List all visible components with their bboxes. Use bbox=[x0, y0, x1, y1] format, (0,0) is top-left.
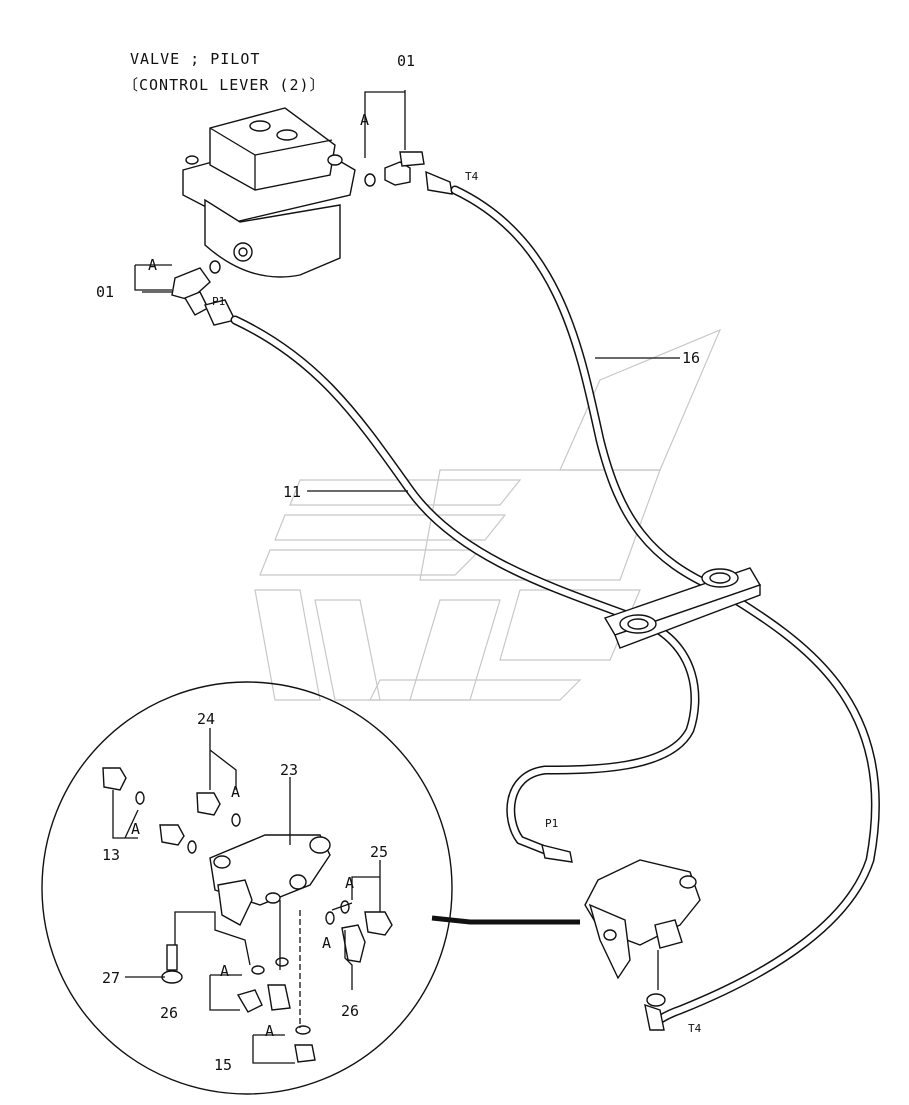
callout-a-26-left: A bbox=[220, 962, 229, 980]
callout-26-right: 26 bbox=[341, 1002, 359, 1020]
callout-01-left: 01 bbox=[96, 283, 114, 301]
elbow-fitting-top bbox=[364, 151, 453, 195]
callout-25: 25 bbox=[370, 843, 388, 861]
hose-clamp bbox=[603, 567, 762, 649]
callout-11: 11 bbox=[283, 483, 301, 501]
detail-fitting-25 bbox=[325, 900, 393, 963]
callout-a-top: A bbox=[360, 111, 369, 129]
callout-27: 27 bbox=[102, 969, 120, 987]
detail-fitting-24 bbox=[196, 792, 241, 827]
callout-a-25-lower: A bbox=[322, 934, 331, 952]
hose-16 bbox=[450, 185, 880, 1027]
detail-fitting-13 bbox=[102, 767, 197, 854]
callout-a-24: A bbox=[231, 783, 240, 801]
callout-a-15: A bbox=[265, 1022, 274, 1040]
detail-valve-body-23 bbox=[209, 834, 331, 926]
top-leader-lines bbox=[134, 90, 680, 492]
callout-16: 16 bbox=[682, 349, 700, 367]
callout-01-top: 01 bbox=[397, 52, 415, 70]
hose-11 bbox=[230, 315, 700, 855]
valve-title: VALVE ; PILOT 〔CONTROL LEVER (2)〕 bbox=[123, 50, 326, 94]
detail-fitting-15 bbox=[294, 1025, 316, 1063]
port-label-t4-top: T4 bbox=[465, 170, 479, 183]
valve-title-line1: VALVE ; PILOT bbox=[130, 50, 260, 68]
port-label-t4-bottom: T4 bbox=[688, 1022, 702, 1035]
detail-circle bbox=[41, 681, 580, 1095]
elbow-fitting-left bbox=[171, 260, 237, 326]
callout-15: 15 bbox=[214, 1056, 232, 1074]
callout-a-left: A bbox=[148, 256, 157, 274]
pilot-valve-control-lever bbox=[182, 107, 356, 278]
port-label-p1-top: P1 bbox=[212, 295, 225, 308]
callout-24: 24 bbox=[197, 710, 215, 728]
callout-a-13: A bbox=[131, 820, 140, 838]
valve-title-line2: 〔CONTROL LEVER (2)〕 bbox=[123, 76, 326, 94]
detail-leader-lines bbox=[112, 728, 381, 1064]
callout-13: 13 bbox=[102, 846, 120, 864]
callout-a-25-upper: A bbox=[345, 874, 354, 892]
port-label-p1-bottom: P1 bbox=[545, 817, 558, 830]
detail-fitting-26-left bbox=[236, 957, 291, 1013]
callout-23: 23 bbox=[280, 761, 298, 779]
shuttle-valve-assembly bbox=[541, 844, 701, 1031]
callout-26-left: 26 bbox=[160, 1004, 178, 1022]
